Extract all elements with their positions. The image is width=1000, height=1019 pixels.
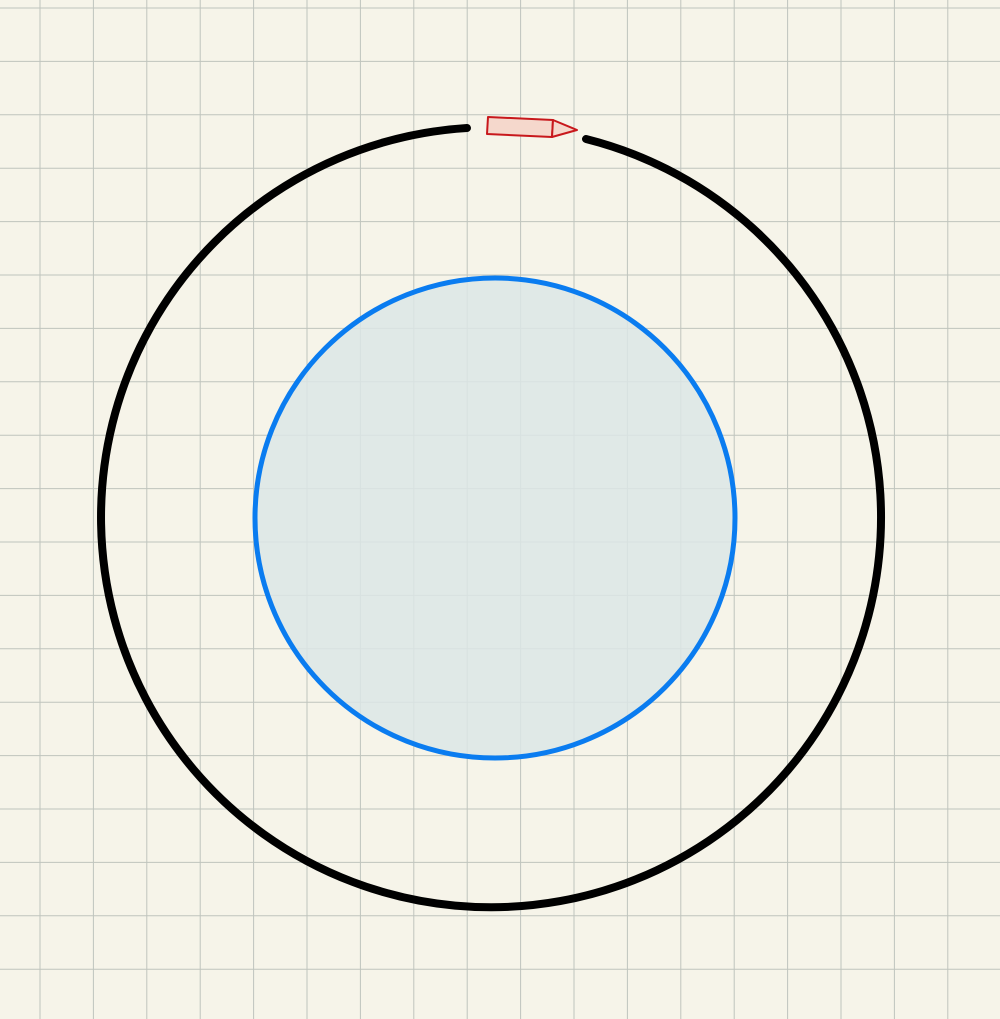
inner-circle[interactable]: [252, 275, 738, 761]
outer-circle-arc[interactable]: [97, 124, 885, 912]
pencil-icon[interactable]: [486, 116, 578, 138]
pencil-body: [486, 116, 554, 138]
pencil-tip: [551, 119, 578, 138]
